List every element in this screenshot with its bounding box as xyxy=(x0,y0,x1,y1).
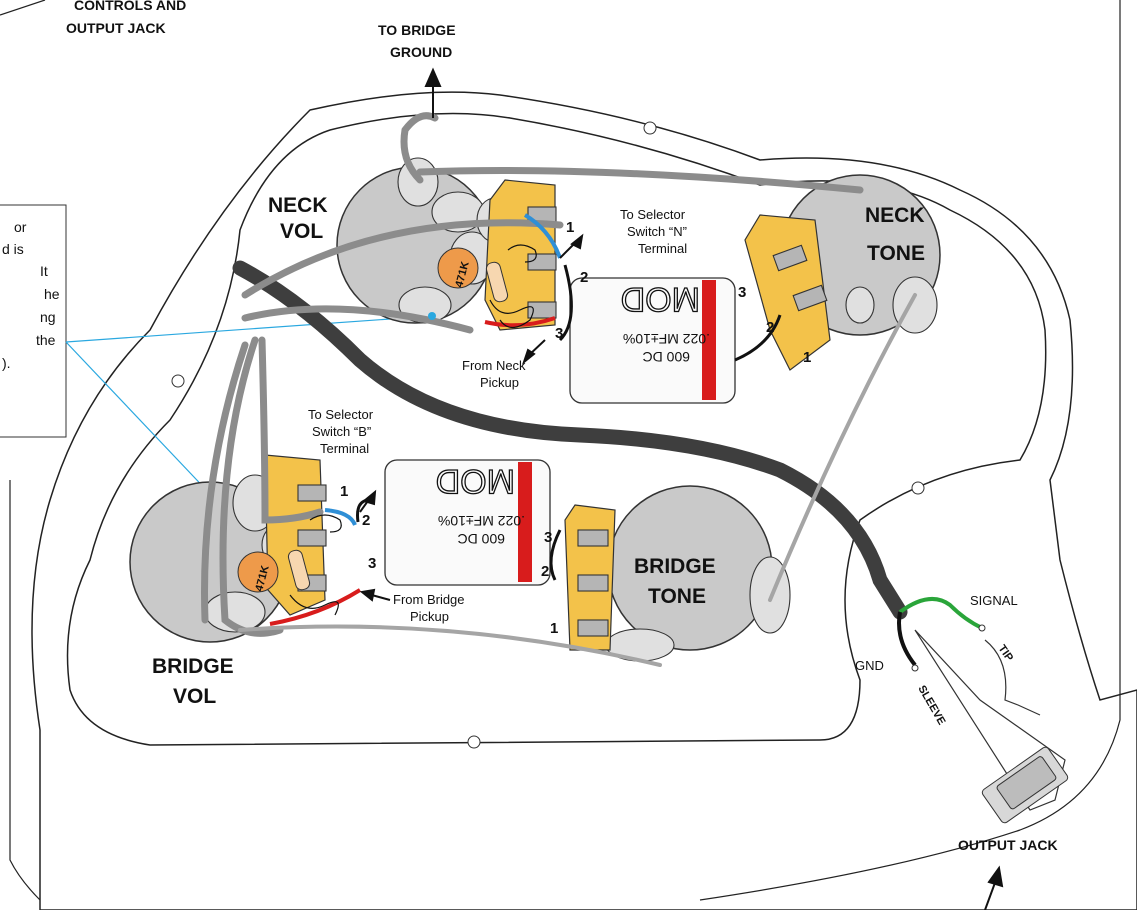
gnd-label: GND xyxy=(855,658,884,673)
neck-selector-callout: To Selector xyxy=(620,207,686,222)
controls-label: OUTPUT JACK xyxy=(66,20,166,36)
bridge-ground-label: TO BRIDGE xyxy=(378,22,456,38)
neck-cap-value: .022 MF±10% xyxy=(623,331,710,347)
screw-hole xyxy=(643,121,657,135)
bridge-resistor-disc xyxy=(237,551,279,593)
neck-selector-callout: Terminal xyxy=(638,241,687,256)
neck-resistor-body xyxy=(485,261,509,303)
bridge-tone-terminal: 3 xyxy=(544,529,552,546)
bridge-selector-callout: To Selector xyxy=(308,407,374,422)
neck-cap-voltage: 600 DC xyxy=(643,349,690,365)
bridge-vol-terminal: 2 xyxy=(362,512,370,529)
bridge-tone-jumper xyxy=(549,529,562,581)
bridge-tone-label: TONE xyxy=(648,585,706,608)
neck-selector-callout: Switch “N” xyxy=(627,224,687,239)
leader-line xyxy=(65,315,433,343)
neck-tone-terminal: 2 xyxy=(766,319,774,336)
bridge-selector-callout: Terminal xyxy=(320,441,369,456)
jack-ground-wire xyxy=(897,611,917,667)
neck-resistor-disc xyxy=(437,247,479,289)
ground-wires xyxy=(201,112,864,637)
jack-sleeve-lug xyxy=(911,664,919,672)
lugs xyxy=(297,206,828,637)
bridge-cap-voltage: 600 DC xyxy=(458,531,505,547)
from-bridge-callout: From Bridge xyxy=(393,592,465,607)
screw-hole xyxy=(171,374,185,388)
neck-vol-terminal: 2 xyxy=(580,269,588,286)
neck-tone-terminal: 1 xyxy=(803,349,811,366)
from-neck-callout: Pickup xyxy=(480,375,519,390)
bridge-resistor-body xyxy=(287,549,311,591)
bridge-vol-terminal: 1 xyxy=(340,483,348,500)
bridge-tone-terminal: 1 xyxy=(550,620,558,637)
bridge-capacitor xyxy=(384,459,551,586)
neck-cap-brand: MOD xyxy=(621,280,700,318)
green-signal-wire xyxy=(898,596,983,630)
left-edge-line xyxy=(0,0,46,16)
bridge-selector-callout: Switch “B” xyxy=(312,424,371,439)
note-fragment: the xyxy=(36,332,56,348)
sleeve-label: SLEEVE xyxy=(915,684,947,728)
arrows xyxy=(359,67,1004,910)
main-cable xyxy=(232,260,908,620)
neck-red-wire xyxy=(484,316,556,328)
note-fragment: he xyxy=(44,286,60,302)
from-bridge-callout: Pickup xyxy=(410,609,449,624)
bridge-red-wire xyxy=(269,588,362,626)
from-neck-callout: From Neck xyxy=(462,358,526,373)
output-jack xyxy=(914,629,1069,824)
note-box xyxy=(0,204,67,438)
bridge-vol-terminal: 3 xyxy=(368,555,376,572)
note-fragment: ng xyxy=(40,309,56,325)
pickup-lead-loops xyxy=(289,244,537,616)
left-panel-line xyxy=(9,480,41,901)
neck-capacitor xyxy=(569,277,736,404)
bridge-tone-terminal: 2 xyxy=(541,563,549,580)
output-jack-label: OUTPUT JACK xyxy=(958,837,1058,853)
neck-vol-label: NECK xyxy=(268,194,328,217)
screw-hole xyxy=(467,735,481,749)
bridge-vol-label: VOL xyxy=(173,685,216,708)
note-fragment: ). xyxy=(2,355,11,371)
jack-tip-lug xyxy=(978,624,986,632)
neck-vol-terminal: 1 xyxy=(566,219,574,236)
neck-tone-label: TONE xyxy=(867,242,925,265)
neck-vol-label: VOL xyxy=(280,220,323,243)
leader-dot xyxy=(428,312,436,320)
signal-label: SIGNAL xyxy=(970,593,1018,608)
bridge-ground-label: GROUND xyxy=(390,44,452,60)
neck-vol-terminal: 3 xyxy=(555,325,563,342)
neck-tone-jumper xyxy=(734,314,782,362)
neck-blue-wire xyxy=(523,213,562,259)
bridge-cap-brand: MOD xyxy=(436,462,515,500)
bridge-cap-value: .022 MF±10% xyxy=(438,513,525,529)
note-fragment: d is xyxy=(2,241,24,257)
leader-line xyxy=(65,341,213,497)
neck-tone-label: NECK xyxy=(865,204,925,227)
tone-ground-wires xyxy=(238,293,917,667)
bridge-vol-label: BRIDGE xyxy=(152,655,234,678)
note-fragment: or xyxy=(14,219,27,235)
bridge-blue-wire xyxy=(324,508,357,526)
neck-tone-terminal: 3 xyxy=(738,284,746,301)
controls-label: CONTROLS AND xyxy=(74,0,186,13)
note-fragment: It xyxy=(40,263,48,279)
neck-jumper xyxy=(558,264,573,342)
screw-hole xyxy=(911,481,925,495)
tip-label: TIP xyxy=(996,643,1016,664)
bridge-tone-label: BRIDGE xyxy=(634,555,716,578)
right-panel-line xyxy=(699,0,1121,901)
